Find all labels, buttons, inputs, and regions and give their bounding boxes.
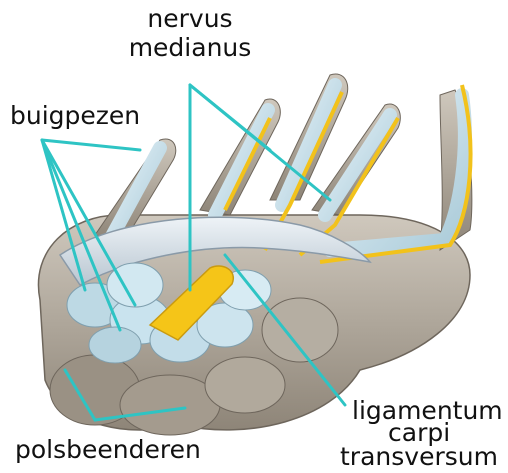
label-polsbeenderen: polsbeenderen [15, 437, 201, 462]
label-medianus: medianus [120, 35, 260, 60]
label-transversum: transversum [340, 444, 498, 469]
label-buigpezen: buigpezen [10, 103, 140, 128]
label-nervus: nervus [125, 6, 255, 31]
